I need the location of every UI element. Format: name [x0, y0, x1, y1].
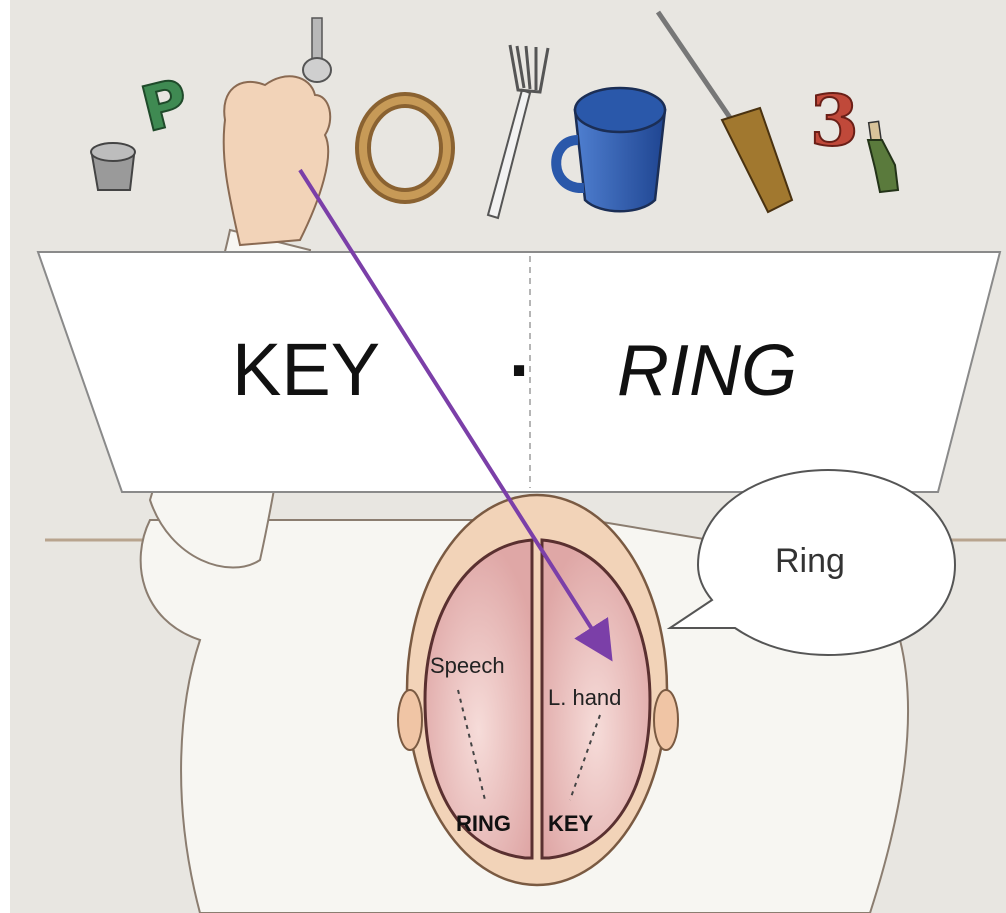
screwdriver-icon	[658, 12, 792, 212]
letter-p-icon: P	[134, 64, 196, 146]
right-visual-field-word: RING	[617, 331, 797, 411]
right-hemisphere-word: KEY	[548, 811, 594, 836]
bottle-icon	[868, 121, 898, 192]
left-hand	[224, 76, 331, 245]
left-border	[0, 0, 10, 913]
left-hand-region-label: L. hand	[548, 685, 621, 710]
left-visual-field-word: KEY	[232, 328, 380, 411]
cup-icon	[556, 88, 665, 211]
key-icon	[303, 18, 331, 82]
thimble-icon	[91, 143, 135, 190]
left-hemisphere-word: RING	[456, 811, 511, 836]
ring-icon	[363, 100, 447, 196]
speech-bubble-text: Ring	[775, 542, 845, 580]
fork-icon	[488, 45, 548, 218]
digit-3-icon: 3	[810, 79, 859, 162]
speech-region-label: Speech	[430, 653, 505, 678]
fixation-point: ·	[509, 331, 533, 411]
